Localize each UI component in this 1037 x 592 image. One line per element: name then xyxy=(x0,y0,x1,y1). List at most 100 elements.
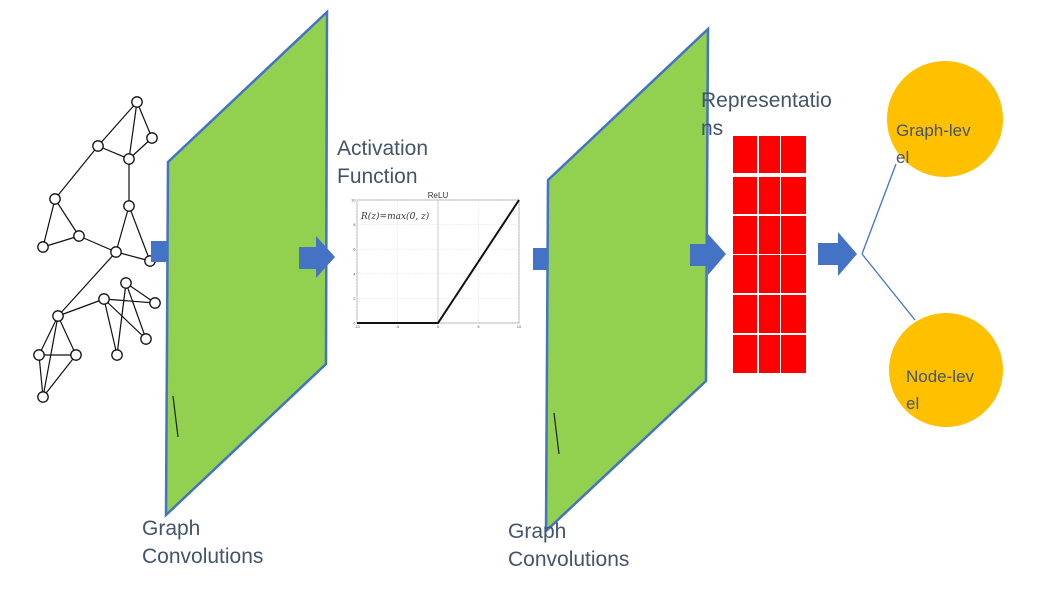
graph-node xyxy=(49,193,61,205)
graph-edge xyxy=(115,251,151,262)
representation-cell xyxy=(759,335,780,373)
panel-2-mark xyxy=(553,412,560,455)
representation-cell xyxy=(759,295,780,333)
graph-convolutions-label-1: Graph Convolutions xyxy=(142,515,263,570)
representation-cell xyxy=(733,335,757,373)
arrow-conv1-to-activation xyxy=(299,236,335,278)
graph-node xyxy=(110,246,122,258)
graph-node xyxy=(33,349,45,361)
label-line: ns xyxy=(701,116,724,140)
representation-cell xyxy=(759,216,780,254)
graph-node xyxy=(111,349,123,361)
graph-edge xyxy=(57,251,117,317)
graph-node xyxy=(123,200,135,212)
graph-node xyxy=(123,153,135,165)
graph-edge xyxy=(103,298,147,340)
node-level-output-circle xyxy=(889,313,1003,427)
graph-convolutions-label-2: Graph Convolutions xyxy=(508,518,629,573)
representation-cell xyxy=(781,255,806,293)
representation-cell xyxy=(733,255,757,293)
graph-edge xyxy=(78,235,117,253)
graph-node xyxy=(140,333,152,345)
graph-edge xyxy=(42,235,80,248)
graph-edge xyxy=(103,298,118,356)
graph-node xyxy=(37,241,49,253)
connector-to-node-level xyxy=(861,253,916,321)
graph-node xyxy=(73,230,85,242)
graph-edge xyxy=(42,315,59,398)
representation-cell xyxy=(781,216,806,254)
relu-y-tick-label: 0 xyxy=(353,321,356,326)
graph-convolution-panel-1 xyxy=(164,9,329,518)
representation-cell xyxy=(733,216,757,254)
label-line: Activation xyxy=(337,137,429,160)
graph-node xyxy=(92,140,104,152)
representation-cell xyxy=(781,335,806,373)
relu-y-tick-label: 4 xyxy=(353,271,356,276)
graph-convolution-panel-2 xyxy=(544,26,710,534)
graph-node xyxy=(70,349,82,361)
graph-edge xyxy=(125,282,147,340)
relu-y-tick-label: 10 xyxy=(351,198,356,203)
representation-cell xyxy=(781,295,806,333)
graph-node xyxy=(149,297,161,309)
representation-cell xyxy=(759,177,780,214)
representation-cell xyxy=(733,177,757,214)
relu-formula-annotation: R(z)=max(0, z) xyxy=(360,211,430,222)
label-line: Convolutions xyxy=(142,544,264,568)
graph-edge xyxy=(38,315,59,356)
graph-node xyxy=(120,277,132,289)
arrow-conv2-to-representations xyxy=(690,234,726,275)
relu-x-tick-label: -5 xyxy=(396,324,400,329)
relu-x-tick-label: 0 xyxy=(437,324,440,329)
graph-edge xyxy=(54,145,99,200)
graph-level-label: Graph-lev el xyxy=(896,117,971,171)
arrow-input-to-conv1 xyxy=(151,241,171,262)
graph-edge xyxy=(42,198,56,248)
graph-edge xyxy=(128,205,151,262)
representation-matrix xyxy=(733,136,806,373)
label-line: Function xyxy=(337,164,418,188)
graph-node xyxy=(146,132,158,144)
representation-cell xyxy=(759,136,780,173)
graph-edge xyxy=(116,282,127,356)
graph-edge xyxy=(42,354,77,398)
label-line: Representatio xyxy=(701,89,832,112)
relu-y-tick-label: 6 xyxy=(353,247,356,252)
relu-chart-title: ReLU xyxy=(428,191,449,200)
representation-cell xyxy=(733,295,757,333)
relu-x-tick-label: 5 xyxy=(477,324,480,329)
graph-edge xyxy=(54,198,80,237)
label-line: Graph xyxy=(508,520,567,543)
graph-edge xyxy=(57,298,105,317)
panel-1-mark xyxy=(172,395,179,438)
graph-node xyxy=(131,96,143,108)
graph-node xyxy=(98,293,110,305)
relu-y-tick-label: 8 xyxy=(353,222,356,227)
graph-node xyxy=(37,391,49,403)
graph-edge xyxy=(115,205,130,253)
activation-function-label: Activation Function xyxy=(337,135,428,190)
graph-edge xyxy=(103,298,156,304)
graph-edge xyxy=(136,101,153,139)
relu-x-tick-label: 10 xyxy=(517,324,522,329)
graph-level-output-circle xyxy=(887,61,1003,177)
node-level-label: Node-lev el xyxy=(906,363,974,417)
relu-series-line xyxy=(357,199,520,324)
relu-x-tick-label: -10 xyxy=(354,324,361,329)
input-graph-icon xyxy=(33,96,161,403)
representation-cell xyxy=(733,136,757,173)
connector-to-graph-level xyxy=(861,163,897,255)
label-line: el xyxy=(906,394,920,414)
graph-edge xyxy=(128,101,138,160)
graph-edge xyxy=(125,282,156,304)
label-line: Node-lev xyxy=(906,367,975,386)
arrow-representations-to-outputs xyxy=(818,232,857,276)
label-line: el xyxy=(896,148,910,168)
graph-edge xyxy=(97,101,138,147)
label-line: Graph-lev xyxy=(896,121,971,140)
graph-edge xyxy=(57,315,77,356)
representation-cell xyxy=(781,177,806,214)
